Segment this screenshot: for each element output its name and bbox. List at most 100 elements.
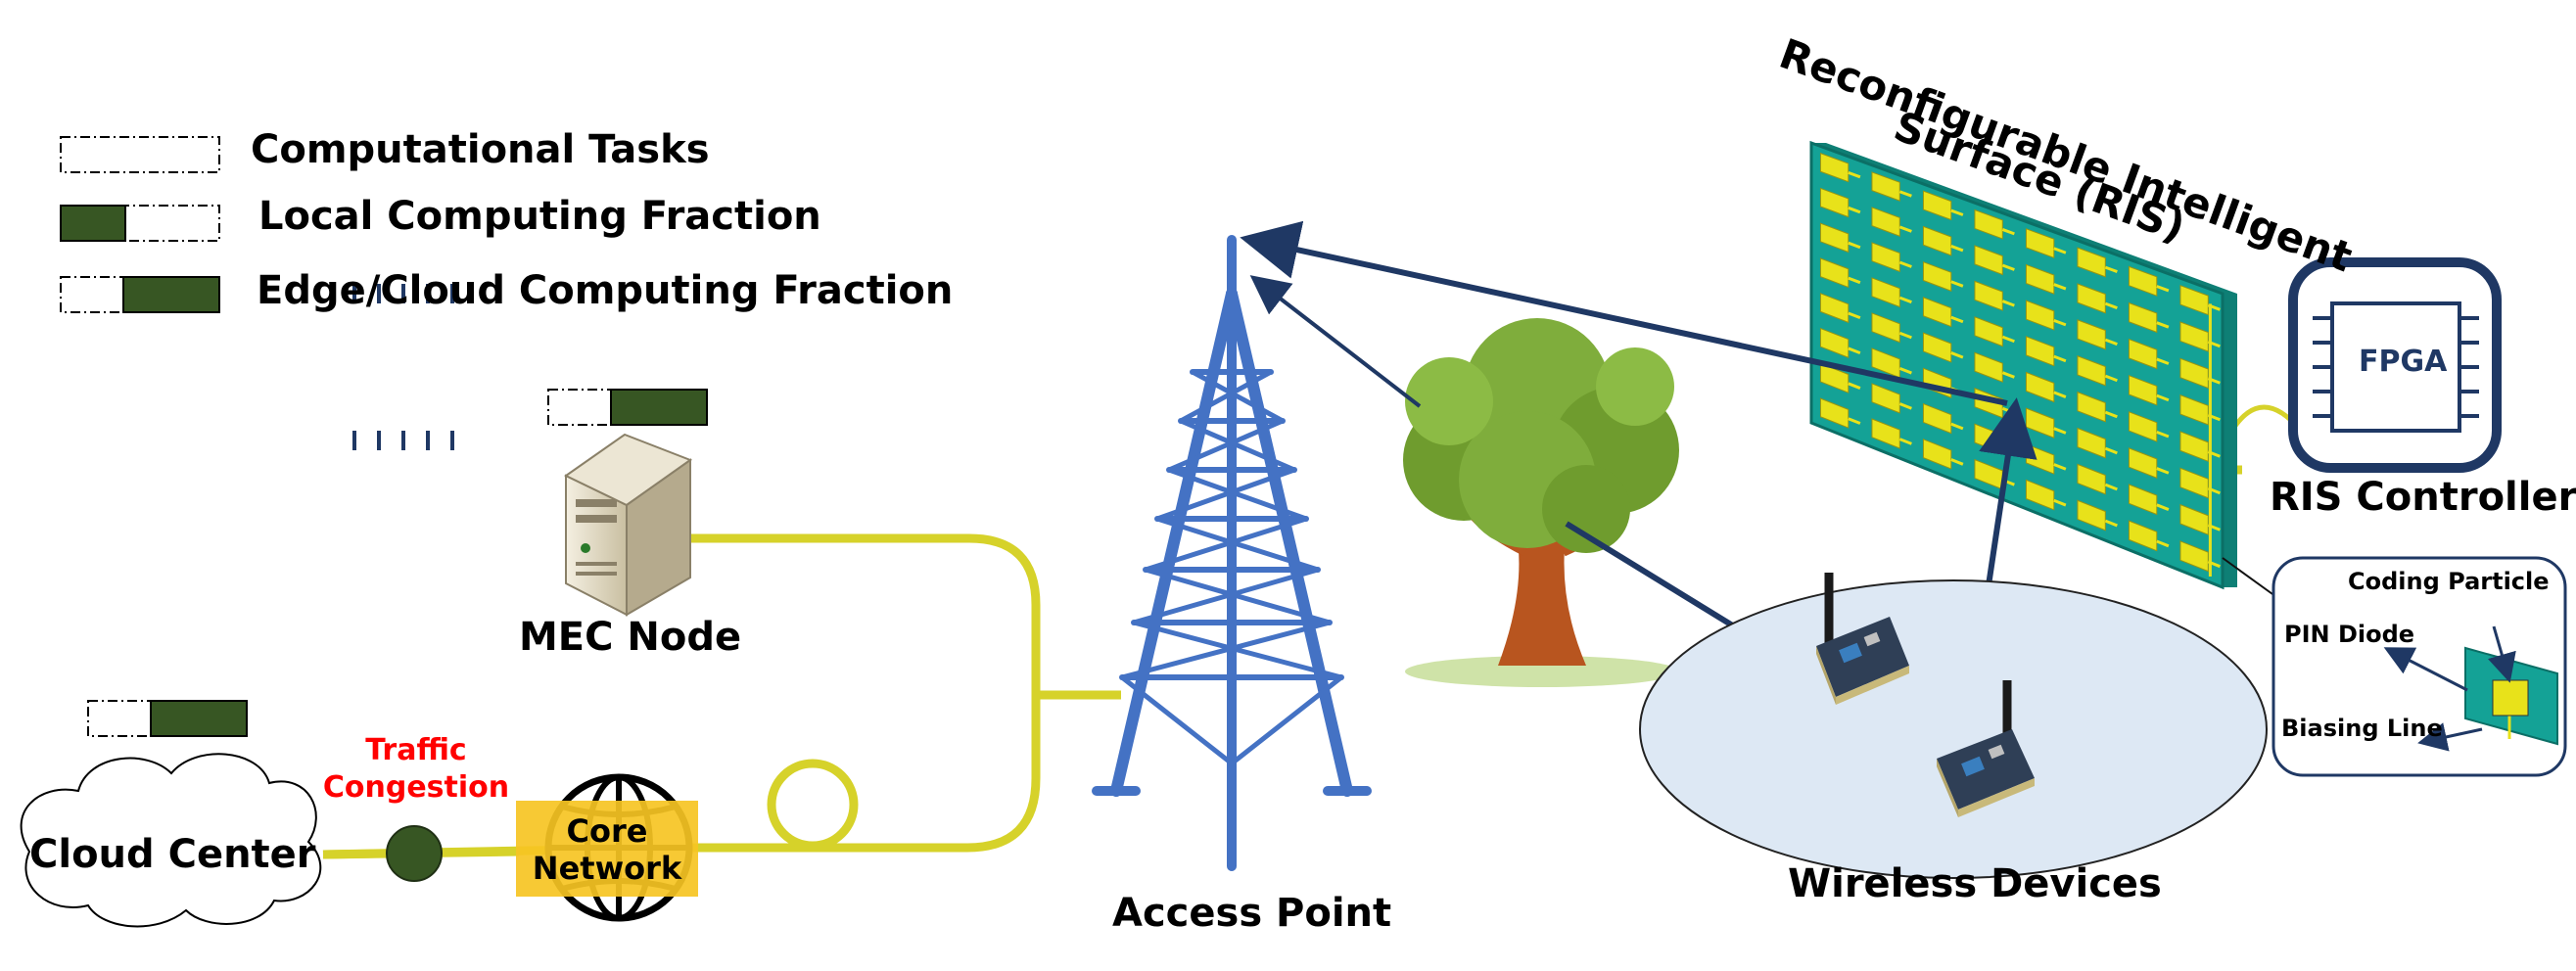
ris-bias-line — [1950, 422, 1964, 431]
cloud-center-label: Cloud Center — [29, 832, 316, 877]
ris-element — [2179, 540, 2209, 573]
ris-bias-line — [2001, 335, 2015, 344]
ris-element — [2077, 247, 2106, 278]
task-mec — [547, 389, 708, 426]
ris-bias-line — [2053, 318, 2067, 327]
ris-element — [1974, 280, 2003, 311]
ris-element — [2025, 300, 2055, 331]
ris-bias-line — [2156, 393, 2170, 402]
ris-bias-line — [2104, 519, 2118, 528]
arrow-tree-to-ap — [1249, 275, 1422, 408]
ris-bias-line — [1950, 351, 1964, 359]
ris-bias-line — [2104, 301, 2118, 310]
task-cloud — [87, 700, 248, 737]
ris-element — [2128, 374, 2158, 406]
ris-bias-line — [2001, 300, 2015, 307]
ris-bias-line — [1950, 280, 1964, 288]
ris-element — [1819, 293, 1850, 324]
ris-bias-line — [2053, 498, 2067, 507]
ris-element — [1871, 312, 1900, 344]
traffic-congestion-label: Traffic Congestion — [318, 732, 514, 807]
ris-element — [1819, 152, 1850, 183]
traffic-line1: Traffic — [365, 733, 467, 767]
ris-element — [2077, 319, 2106, 350]
ris-element — [1974, 316, 2003, 347]
ris-element — [2179, 431, 2209, 463]
fpga-label: FPGA — [2359, 345, 2448, 379]
core-line1: Core — [566, 812, 648, 850]
ris-bias-line — [1950, 458, 1964, 466]
ris-bias-line — [2156, 430, 2170, 439]
ris-bias-line — [1898, 260, 1912, 268]
cable-loop — [767, 759, 859, 851]
ris-element — [1871, 277, 1900, 308]
ris-element — [2025, 479, 2055, 511]
ris-element — [2077, 355, 2106, 387]
ris-element — [2077, 463, 2106, 495]
ris-element — [1922, 297, 1952, 328]
ris-element — [2179, 357, 2209, 390]
cloud-icon — [20, 753, 322, 928]
ris-bias-line — [1950, 245, 1964, 253]
cable-mec — [322, 533, 1041, 859]
legend-local-swatch-fill — [60, 205, 126, 242]
ris-element — [2179, 467, 2209, 499]
ris-bias-line — [1848, 170, 1861, 179]
ris-bias-line — [2104, 483, 2118, 491]
ris-element — [2179, 393, 2209, 426]
ris-element — [2128, 447, 2158, 479]
ris-bias-line — [2104, 410, 2118, 419]
wireless-device-icon — [1816, 573, 1909, 705]
ris-element — [1819, 362, 1850, 393]
ris-bias-line — [2104, 374, 2118, 383]
ris-bias-line — [1848, 276, 1861, 285]
pin-diode-label: PIN Diode — [2284, 621, 2415, 648]
ris-bias-line — [1898, 366, 1912, 375]
ris-element — [2179, 503, 2209, 535]
core-network-label: Core Network — [516, 812, 698, 887]
ris-element — [2128, 301, 2158, 334]
ris-bias-line — [1898, 402, 1912, 410]
ris-element — [2128, 338, 2158, 370]
traffic-line2: Congestion — [322, 770, 510, 805]
ris-bias-line — [1848, 417, 1861, 425]
ris-element — [1922, 439, 1952, 470]
core-network-box — [516, 801, 698, 897]
ris-element — [1819, 222, 1850, 254]
ris-element — [1819, 257, 1850, 289]
ris-element — [2025, 228, 2055, 259]
ris-element — [1871, 242, 1900, 273]
ris-bias-line — [1950, 208, 1964, 216]
chip-icon — [352, 257, 2502, 473]
ris-element — [2077, 427, 2106, 459]
ris-element — [2077, 391, 2106, 423]
mec-node-label: MEC Node — [519, 615, 742, 660]
ris-bias-line — [2156, 285, 2170, 293]
ris-element — [2077, 499, 2106, 532]
legend-task-swatch — [60, 136, 220, 173]
ris-element — [1974, 208, 2003, 240]
arrow-ris-to-ap — [1240, 220, 2008, 406]
ris-bias-line — [2053, 463, 2067, 471]
biasing-line-label: Biasing Line — [2281, 715, 2443, 742]
ris-bias-line — [2104, 446, 2118, 455]
core-line2: Network — [532, 850, 682, 887]
ris-element — [1871, 383, 1900, 414]
ris-element — [2179, 321, 2209, 352]
ris-bias-line — [1848, 206, 1861, 214]
ris-bias-line — [1898, 225, 1912, 233]
ris-bias-line — [2156, 539, 2170, 548]
ris-element — [2128, 520, 2158, 552]
legend-label-edge: Edge/Cloud Computing Fraction — [257, 268, 954, 313]
ris-elements — [1819, 152, 2221, 577]
ris-element — [1922, 190, 1952, 221]
ris-element — [2025, 336, 2055, 367]
ris-bias-line — [2156, 357, 2170, 365]
ris-bias-line — [2156, 467, 2170, 475]
coding-particle-label: Coding Particle — [2348, 568, 2550, 595]
ris-element — [2128, 484, 2158, 516]
ris-bias-line — [2053, 354, 2067, 363]
ris-bias-line — [2104, 265, 2118, 273]
